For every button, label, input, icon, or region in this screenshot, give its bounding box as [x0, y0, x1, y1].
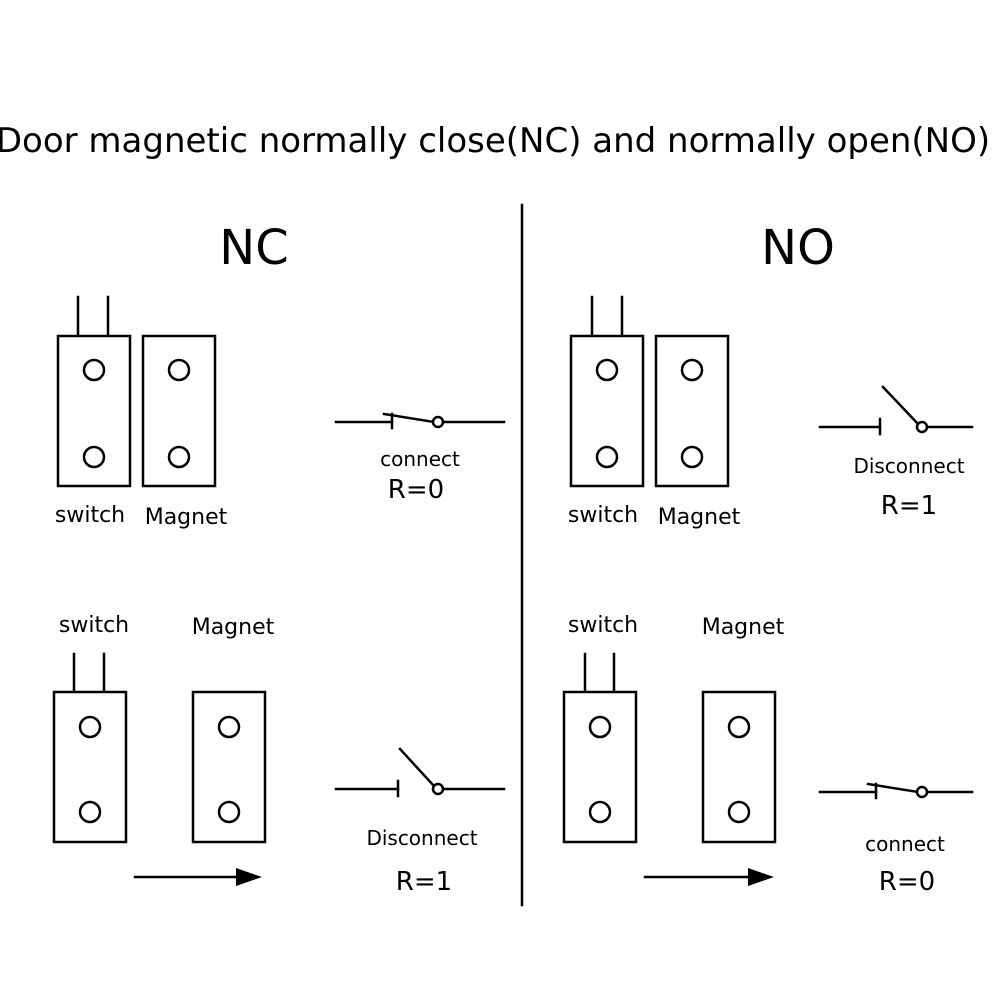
- no-top-resistance: R=1: [881, 491, 937, 521]
- nc-top-switch: [56, 295, 132, 488]
- no-top-open-switch-symbol: [818, 385, 974, 436]
- no-top-magnet-label: Magnet: [658, 505, 741, 530]
- no-bottom-switch-label: switch: [568, 613, 638, 638]
- no-top-switch: [569, 295, 645, 488]
- no-top-magnet: [654, 334, 730, 488]
- no-bottom-closed-switch-symbol: [818, 782, 974, 800]
- no-bottom-arrow: [643, 868, 774, 886]
- nc-top-resistance: R=0: [388, 475, 444, 505]
- no-bottom-state-label: connect: [865, 832, 945, 856]
- nc-top-magnet: [141, 334, 217, 488]
- no-top-switch-label: switch: [568, 503, 638, 528]
- diagram-title: Door magnetic normally close(NC) and nor…: [0, 121, 990, 161]
- nc-bottom-switch: [52, 652, 128, 844]
- nc-bottom-switch-label: switch: [59, 613, 129, 638]
- nc-bottom-arrow: [133, 868, 262, 886]
- no-heading: NO: [761, 220, 835, 276]
- nc-bottom-magnet-label: Magnet: [192, 615, 275, 640]
- nc-heading: NC: [219, 220, 288, 276]
- nc-top-switch-label: switch: [55, 503, 125, 528]
- nc-bottom-open-switch-symbol: [334, 747, 506, 798]
- nc-bottom-magnet: [191, 690, 267, 844]
- nc-top-closed-switch-symbol: [334, 412, 506, 430]
- no-bottom-magnet-label: Magnet: [702, 615, 785, 640]
- no-bottom-switch: [562, 652, 638, 844]
- nc-top-state-label: connect: [380, 447, 460, 471]
- nc-bottom-resistance: R=1: [396, 867, 452, 897]
- no-bottom-resistance: R=0: [879, 867, 935, 897]
- no-bottom-magnet: [701, 690, 777, 844]
- nc-top-magnet-label: Magnet: [145, 505, 228, 530]
- nc-bottom-state-label: Disconnect: [366, 826, 477, 850]
- no-top-state-label: Disconnect: [853, 454, 964, 478]
